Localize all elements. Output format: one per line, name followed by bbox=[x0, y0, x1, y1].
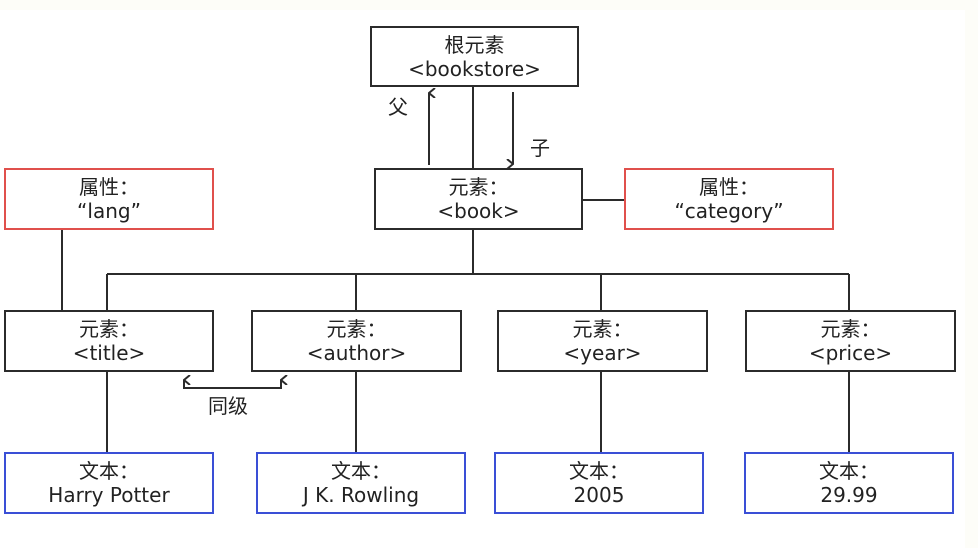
text-year-value: 2005 bbox=[573, 483, 625, 507]
book-element-node: 元素： <book> bbox=[374, 168, 583, 230]
attribute-category-label: 属性： bbox=[699, 175, 759, 199]
text-title-value: Harry Potter bbox=[48, 483, 170, 507]
element-title-tag: <title> bbox=[72, 341, 146, 365]
sibling-arrow bbox=[183, 380, 281, 389]
root-element-tag: <bookstore> bbox=[408, 56, 541, 81]
text-price-label: 文本： bbox=[819, 459, 879, 483]
book-element-label: 元素： bbox=[448, 175, 509, 199]
element-price-node: 元素： <price> bbox=[745, 310, 956, 372]
root-element-label: 根元素 bbox=[444, 32, 505, 57]
text-price-node: 文本： 29.99 bbox=[744, 452, 954, 514]
text-price-value: 29.99 bbox=[820, 483, 878, 507]
attribute-category-node: 属性： “category” bbox=[624, 168, 834, 230]
text-author-node: 文本： J K. Rowling bbox=[256, 452, 466, 514]
child-label: 子 bbox=[530, 136, 550, 160]
text-title-label: 文本： bbox=[79, 459, 139, 483]
element-year-label: 元素： bbox=[572, 317, 633, 341]
text-author-label: 文本： bbox=[331, 459, 391, 483]
text-year-node: 文本： 2005 bbox=[494, 452, 704, 514]
element-author-node: 元素： <author> bbox=[251, 310, 462, 372]
text-title-node: 文本： Harry Potter bbox=[4, 452, 214, 514]
sibling-label: 同级 bbox=[208, 394, 248, 418]
element-price-tag: <price> bbox=[808, 341, 893, 365]
text-author-value: J K. Rowling bbox=[302, 483, 420, 507]
attribute-lang-label: 属性： bbox=[79, 175, 139, 199]
attribute-lang-value: “lang” bbox=[77, 199, 141, 223]
root-element-node: 根元素 <bookstore> bbox=[370, 26, 579, 87]
attribute-category-value: “category” bbox=[674, 199, 784, 223]
element-author-label: 元素： bbox=[326, 317, 387, 341]
element-price-label: 元素： bbox=[820, 317, 881, 341]
element-year-tag: <year> bbox=[563, 341, 642, 365]
parent-label: 父 bbox=[388, 95, 408, 119]
book-element-tag: <book> bbox=[437, 199, 520, 223]
element-year-node: 元素： <year> bbox=[497, 310, 708, 372]
text-year-label: 文本： bbox=[569, 459, 629, 483]
attribute-lang-node: 属性： “lang” bbox=[4, 168, 214, 230]
element-title-node: 元素： <title> bbox=[4, 310, 214, 372]
element-author-tag: <author> bbox=[306, 341, 407, 365]
element-title-label: 元素： bbox=[79, 317, 139, 341]
